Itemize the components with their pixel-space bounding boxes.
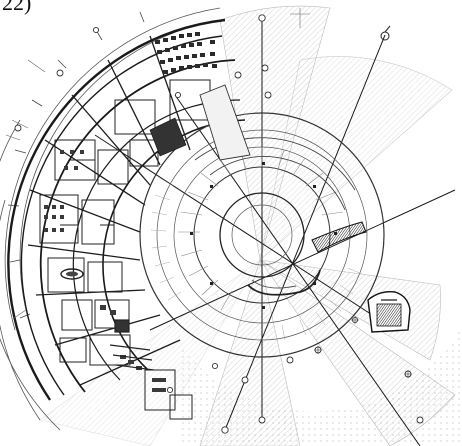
dimension-ticks	[7, 11, 145, 319]
furniture	[44, 150, 166, 392]
leader-lines	[5, 8, 310, 319]
dark-block	[149, 117, 187, 157]
structural-column-icon	[190, 162, 337, 309]
lobby-curve	[247, 269, 321, 296]
stair-core	[367, 290, 411, 333]
compass-arrow-icon	[380, 25, 391, 41]
lobby-curve-inner	[251, 279, 297, 289]
outer-stair-treads	[150, 177, 363, 341]
ramp-band	[311, 221, 367, 253]
room-partitions	[39, 79, 211, 420]
oval-table	[60, 268, 84, 280]
grid-axis-bubble-icon	[14, 14, 424, 434]
axis-lines	[94, 18, 456, 446]
seating-grid	[155, 32, 217, 74]
bench-rows	[109, 319, 155, 371]
pool-table	[66, 271, 78, 277]
figure-label: 22)	[2, 0, 32, 15]
plaza-markers	[314, 316, 412, 378]
entry-wedge	[199, 84, 251, 161]
plaza-arc	[180, 330, 460, 446]
spiral-stair-icon	[178, 147, 344, 311]
